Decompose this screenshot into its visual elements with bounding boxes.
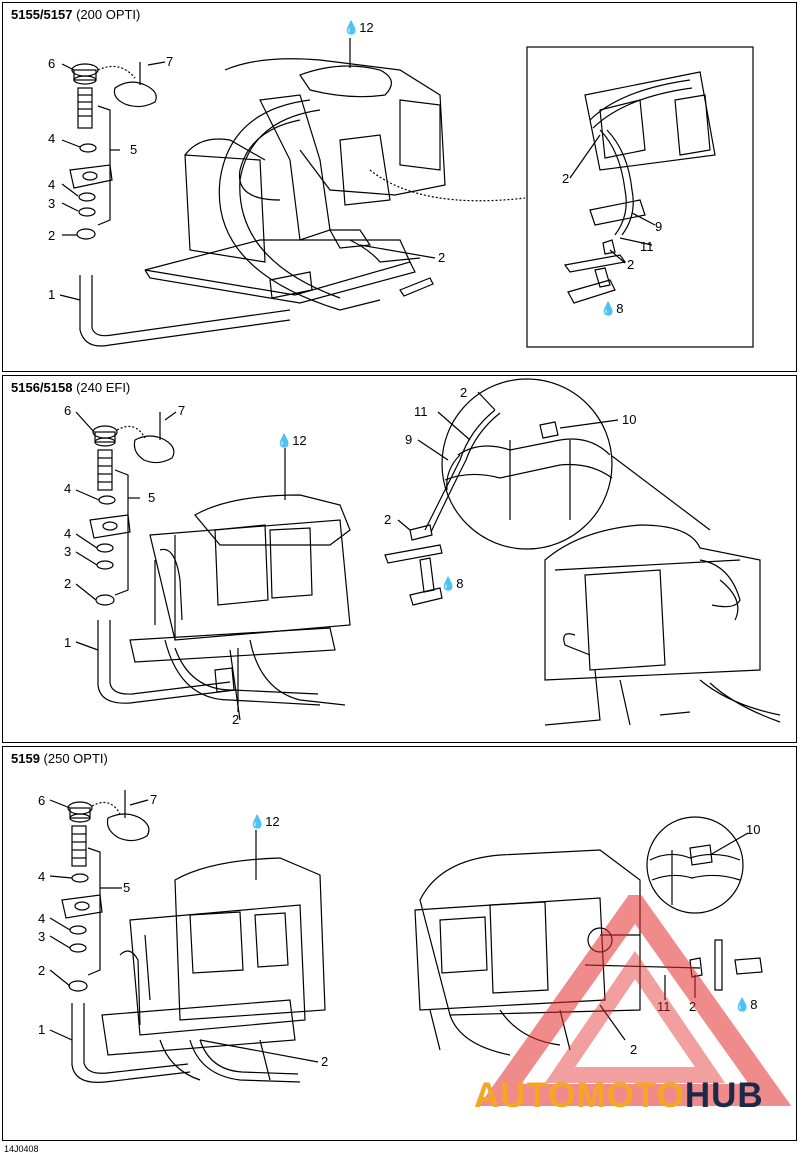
callout-6: 6 xyxy=(48,56,56,71)
panel-title: 5159 (250 OPTI) xyxy=(11,751,108,766)
callout-2: 2 xyxy=(438,250,446,265)
callout-3: 3 xyxy=(38,929,46,944)
callout-2: 2 xyxy=(562,171,570,186)
callout-11: 11 xyxy=(657,999,671,1014)
oil-drop-icon: 💧 xyxy=(734,997,751,1012)
callout-8: 💧8 xyxy=(440,576,464,591)
callout-1: 1 xyxy=(48,287,56,302)
callout-6: 6 xyxy=(38,793,46,808)
model-number: 5159 xyxy=(11,751,40,766)
inset-drawing xyxy=(563,71,716,304)
model-variant: (240 EFI) xyxy=(76,380,131,395)
callout-2: 2 xyxy=(460,385,468,400)
callout-2: 2 xyxy=(48,228,56,243)
oil-drop-icon: 💧 xyxy=(249,814,266,829)
callout-9: 9 xyxy=(405,432,413,447)
inset-frame xyxy=(526,46,754,348)
callout-2: 2 xyxy=(232,712,240,727)
oil-drop-icon: 💧 xyxy=(276,433,293,448)
callout-2: 2 xyxy=(627,257,635,272)
engine-drawing-3 xyxy=(101,857,326,1083)
oil-drop-icon: 💧 xyxy=(343,20,360,35)
panel-5156-5158: 5156/5158 (240 EFI) xyxy=(2,375,797,743)
callout-5: 5 xyxy=(123,880,131,895)
callout-8: 💧8 xyxy=(600,301,624,316)
callout-3: 3 xyxy=(64,544,72,559)
callout-4: 4 xyxy=(38,869,46,884)
model-number: 5156/5158 xyxy=(11,380,73,395)
callout-5: 5 xyxy=(130,142,138,157)
callout-12: 💧12 xyxy=(343,20,374,35)
callout-2: 2 xyxy=(384,512,392,527)
oil-drop-icon: 💧 xyxy=(440,576,457,591)
watermark-part-2: HUB xyxy=(684,1076,764,1115)
panel-5155-5157: 5155/5157 (200 OPTI) xyxy=(2,2,797,372)
watermark-part-1: AUTOMOTO xyxy=(474,1076,685,1115)
panel-title: 5156/5158 (240 EFI) xyxy=(11,380,130,395)
leader-lines-1 xyxy=(59,38,656,301)
callout-11: 11 xyxy=(414,404,428,419)
engine-drawing-2 xyxy=(129,494,351,721)
callout-8: 💧8 xyxy=(734,997,758,1012)
detail-drawing-2 xyxy=(384,378,781,726)
callout-1: 1 xyxy=(64,635,72,650)
callout-9: 9 xyxy=(655,219,663,234)
callout-10: 10 xyxy=(746,822,761,837)
watermark-text: AUTOMOTOHUB xyxy=(474,1076,764,1116)
callout-5: 5 xyxy=(148,490,156,505)
panel-5159: 5159 (250 OPTI) xyxy=(2,746,797,1141)
model-number: 5155/5157 xyxy=(11,7,73,22)
oil-drop-icon: 💧 xyxy=(600,301,617,316)
callout-3: 3 xyxy=(48,196,56,211)
callout-1: 1 xyxy=(38,1022,46,1037)
detail-drawing-3 xyxy=(414,816,763,1056)
leader-lines-2 xyxy=(75,391,619,712)
callout-6: 6 xyxy=(64,403,72,418)
filler-hose-assembly-1 xyxy=(69,62,291,347)
callout-4: 4 xyxy=(64,481,72,496)
callout-2: 2 xyxy=(689,999,697,1014)
callout-4: 4 xyxy=(48,131,56,146)
callout-2: 2 xyxy=(321,1054,329,1069)
panel-title: 5155/5157 (200 OPTI) xyxy=(11,7,140,22)
callout-7: 7 xyxy=(150,792,158,807)
callout-2: 2 xyxy=(630,1042,638,1057)
engine-drawing-1 xyxy=(144,58,446,311)
figure-code: 14J0408 xyxy=(4,1144,39,1154)
callout-4: 4 xyxy=(38,911,46,926)
callout-10: 10 xyxy=(622,412,637,427)
filler-hose-assembly-2 xyxy=(89,412,236,704)
callout-2: 2 xyxy=(64,576,72,591)
callout-2: 2 xyxy=(38,963,46,978)
callout-12: 💧12 xyxy=(249,814,280,829)
filler-hose-assembly-3 xyxy=(61,790,191,1083)
callout-12: 💧12 xyxy=(276,433,307,448)
callout-7: 7 xyxy=(166,54,174,69)
callout-7: 7 xyxy=(178,403,186,418)
callout-4: 4 xyxy=(48,177,56,192)
leader-lines-3 xyxy=(49,799,749,1063)
callout-11: 11 xyxy=(640,239,654,254)
model-variant: (250 OPTI) xyxy=(43,751,108,766)
model-variant: (200 OPTI) xyxy=(76,7,141,22)
callout-4: 4 xyxy=(64,526,72,541)
